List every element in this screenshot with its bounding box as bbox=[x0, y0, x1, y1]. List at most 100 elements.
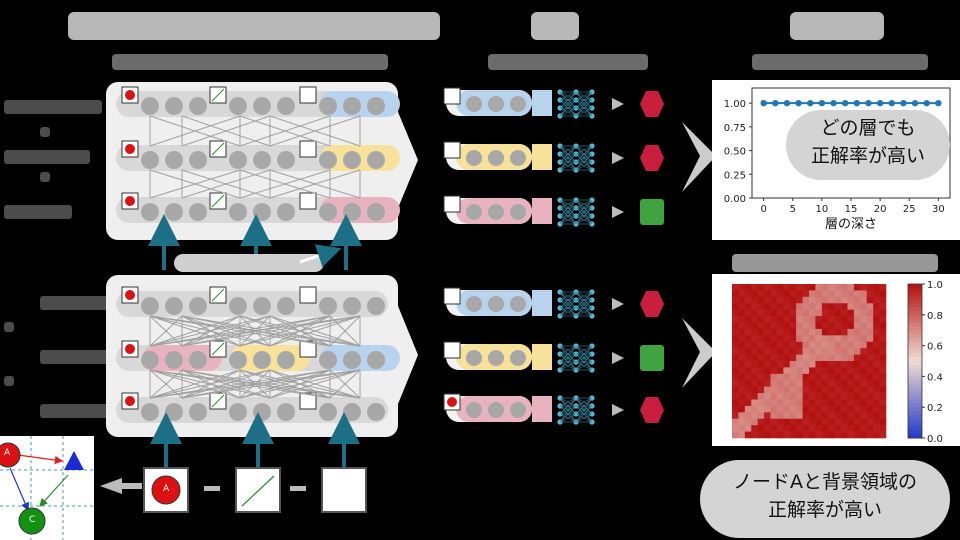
mlp-edge bbox=[575, 361, 593, 371]
x-tick-label: 30 bbox=[932, 204, 945, 215]
heatmap-cell bbox=[732, 380, 739, 387]
colorbar-segment bbox=[908, 357, 922, 362]
heatmap-cell bbox=[770, 284, 778, 291]
mlp-edge bbox=[575, 107, 593, 117]
heatmap-cell bbox=[873, 393, 880, 400]
heatmap-cell bbox=[879, 322, 887, 330]
colorbar-segment bbox=[908, 391, 922, 397]
heatmap-cell bbox=[796, 399, 803, 407]
heatmap-cell bbox=[821, 386, 829, 394]
subtitle-bar-left bbox=[112, 54, 388, 70]
heatmap-cell bbox=[834, 373, 842, 381]
accuracy-point bbox=[772, 99, 779, 107]
attention-line bbox=[239, 169, 331, 199]
mlp-edge bbox=[559, 199, 577, 225]
neuron bbox=[165, 97, 183, 115]
heatmap-cell bbox=[834, 386, 842, 394]
arrow-to-plot bbox=[682, 122, 716, 192]
heatmap-cell bbox=[751, 303, 758, 310]
heatmap-cell bbox=[828, 290, 835, 298]
heatmap-cell bbox=[770, 399, 778, 407]
probe-token bbox=[443, 341, 461, 359]
heatmap-cell bbox=[815, 335, 823, 343]
heatmap-cell bbox=[860, 290, 868, 298]
heatmap-cell bbox=[821, 418, 829, 426]
heatmap-cell bbox=[789, 425, 797, 432]
heatmap-cell bbox=[796, 322, 803, 330]
heatmap-cell bbox=[802, 341, 810, 349]
neuron bbox=[229, 97, 247, 115]
patch-token bbox=[299, 392, 317, 410]
neuron bbox=[141, 151, 159, 169]
heatmap-cell bbox=[809, 386, 816, 394]
row-label-bar bbox=[40, 127, 50, 137]
mlp-edge bbox=[575, 91, 593, 109]
heatmap-cell bbox=[866, 341, 874, 349]
heatmap-cell bbox=[732, 290, 739, 298]
heatmap-cell bbox=[853, 316, 861, 323]
heatmap-cell bbox=[751, 373, 758, 381]
heatmap-cell bbox=[802, 380, 810, 387]
heatmap-cell bbox=[841, 335, 848, 343]
colorbar-segment bbox=[908, 434, 922, 439]
heatmap-cell bbox=[776, 399, 784, 407]
probe-connector bbox=[532, 90, 552, 116]
probe-arrow bbox=[612, 404, 624, 416]
heatmap-cell bbox=[879, 405, 887, 413]
probe-output-red bbox=[640, 397, 664, 423]
patch-node-a bbox=[151, 475, 181, 505]
heatmap-cell bbox=[789, 380, 797, 387]
heatmap-cell bbox=[757, 348, 765, 355]
heatmap-cell bbox=[783, 348, 791, 355]
heatmap-cell bbox=[732, 335, 739, 343]
heatmap-cell bbox=[841, 354, 848, 362]
mlp-edge bbox=[575, 397, 593, 407]
attention-line bbox=[269, 315, 361, 347]
heatmap-cell bbox=[757, 431, 765, 439]
neuron bbox=[189, 297, 207, 315]
heatmap-cell bbox=[815, 386, 823, 394]
heatmap-cell bbox=[853, 290, 861, 298]
heatmap-cell bbox=[821, 361, 829, 368]
flow-arrow bbox=[299, 244, 342, 268]
colorbar-tick-label: 0.2 bbox=[927, 403, 943, 414]
heatmap-cell bbox=[776, 425, 784, 432]
accuracy-point bbox=[760, 99, 767, 107]
heatmap-cell bbox=[815, 303, 823, 310]
heatmap-cell bbox=[860, 328, 868, 336]
attention-line bbox=[149, 315, 271, 347]
heatmap-cell bbox=[873, 373, 880, 381]
heatmap-cell bbox=[879, 309, 887, 317]
heatmap-cell bbox=[866, 412, 874, 420]
heatmap-cell bbox=[828, 431, 835, 439]
colorbar-segment bbox=[908, 395, 922, 400]
heatmap-cell bbox=[815, 412, 823, 420]
heatmap-cell bbox=[796, 341, 803, 349]
colorbar-segment bbox=[908, 284, 922, 289]
attention-line bbox=[239, 369, 361, 399]
neuron bbox=[367, 297, 385, 315]
heatmap-cell bbox=[815, 418, 823, 426]
heatmap-cell bbox=[783, 290, 791, 298]
heatmap-cell bbox=[757, 322, 765, 330]
heatmap-cell bbox=[757, 354, 765, 362]
attention-line bbox=[149, 369, 183, 399]
heatmap-cell bbox=[815, 348, 823, 355]
heatmap-cell bbox=[783, 373, 791, 381]
patch-edge-icon bbox=[211, 194, 225, 208]
heatmap-cell bbox=[841, 386, 848, 394]
heatmap-cell bbox=[796, 380, 803, 387]
probe-neuron bbox=[466, 296, 482, 312]
probe-connector bbox=[532, 344, 552, 370]
heatmap-cell bbox=[853, 322, 861, 330]
attention-line bbox=[149, 115, 241, 147]
heatmap-cell bbox=[809, 290, 816, 298]
attention-line bbox=[181, 169, 271, 199]
heatmap-cell bbox=[860, 393, 868, 400]
heatmap-cell bbox=[821, 425, 829, 432]
mlp-edge bbox=[559, 145, 577, 163]
heatmap-cell bbox=[783, 335, 791, 343]
heatmap-cell bbox=[776, 303, 784, 310]
probe-neuron bbox=[488, 96, 504, 112]
heatmap-cell bbox=[751, 309, 758, 317]
